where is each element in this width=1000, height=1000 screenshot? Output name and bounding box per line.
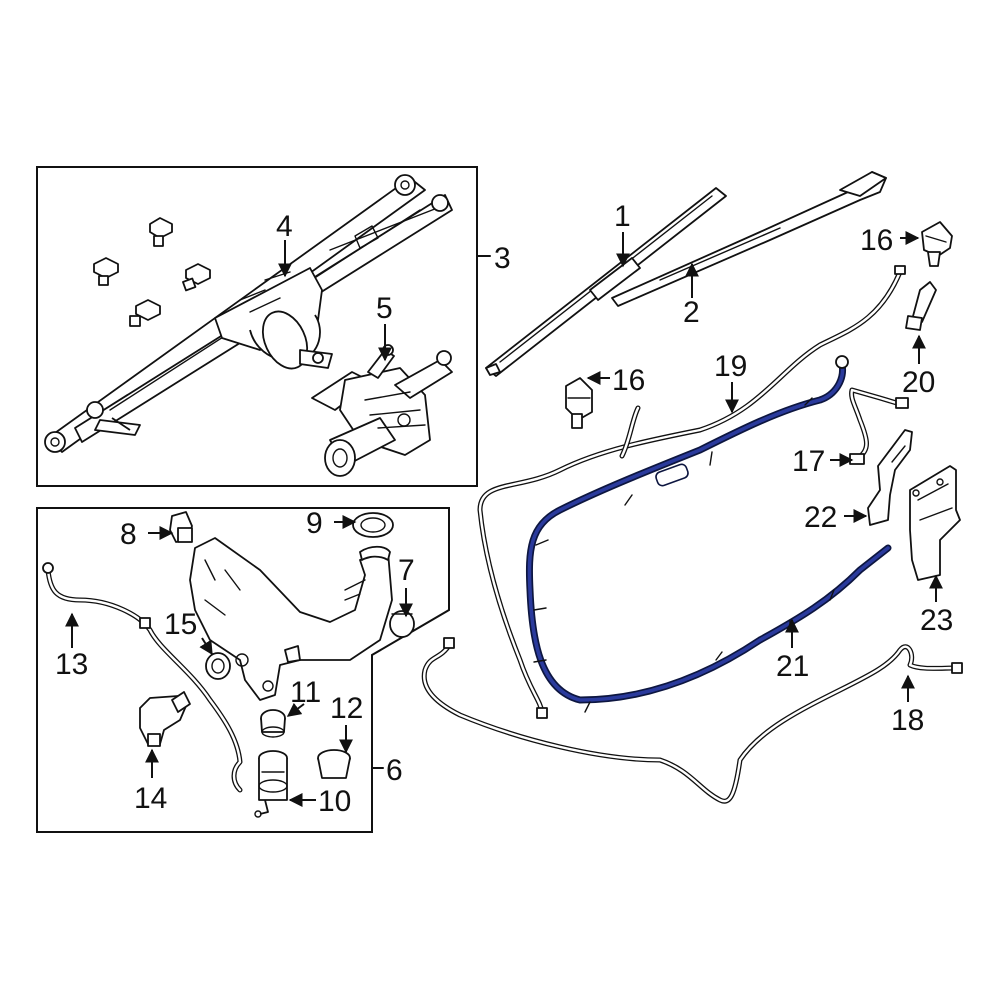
- callout-16-upper: 16: [860, 224, 893, 257]
- washer-reservoir[interactable]: [189, 537, 393, 701]
- wiper-blade[interactable]: [485, 187, 727, 377]
- callout-13: 13: [55, 648, 88, 681]
- pump-grommet[interactable]: [205, 652, 231, 680]
- callout-16-middle: 16: [612, 364, 645, 397]
- highlighted-hose-filter: [655, 463, 689, 487]
- callout-9: 9: [306, 507, 323, 540]
- callout-6: 6: [386, 754, 403, 787]
- callout-12: 12: [330, 692, 363, 725]
- callout-18: 18: [891, 704, 924, 737]
- washer-hose-rear[interactable]: [421, 637, 963, 804]
- callout-10: 10: [318, 785, 351, 818]
- callout-21: 21: [776, 650, 809, 683]
- callout-7: 7: [398, 554, 415, 587]
- mounting-bracket[interactable]: [909, 465, 961, 581]
- callout-15: 15: [164, 608, 197, 641]
- bolt-3[interactable]: [182, 263, 211, 292]
- callout-3: 3: [494, 242, 511, 275]
- reservoir-cap[interactable]: [389, 610, 415, 638]
- pump-seal[interactable]: [260, 709, 286, 738]
- callout-14: 14: [134, 782, 167, 815]
- wiper-linkage-group-box: [36, 166, 491, 487]
- callout-22: 22: [804, 501, 837, 534]
- washer-hose-long[interactable]: [477, 265, 906, 719]
- leader-lines: [65, 231, 943, 807]
- washer-nozzle-upper[interactable]: [921, 221, 953, 267]
- highlighted-hose-fill: [527, 362, 890, 702]
- washer-reservoir-group-box: [36, 507, 450, 833]
- reservoir-hose[interactable]: [42, 562, 243, 793]
- callout-5: 5: [376, 292, 393, 325]
- callout-labels: 1 2 3 4 5 6 7 8 9 10 11 12 13 14 15 16 1…: [55, 200, 953, 818]
- callout-11: 11: [290, 676, 321, 709]
- callout-19: 19: [714, 350, 747, 383]
- bracket[interactable]: [867, 429, 913, 526]
- filter-cap[interactable]: [317, 749, 351, 779]
- callout-1: 1: [614, 200, 631, 233]
- washer-nozzle-middle[interactable]: [565, 377, 593, 429]
- callout-4: 4: [276, 210, 293, 243]
- bolt-1[interactable]: [149, 217, 173, 247]
- filler-cap-seal[interactable]: [352, 512, 394, 538]
- callout-8: 8: [120, 518, 137, 551]
- washer-pump[interactable]: [139, 691, 191, 747]
- callout-2: 2: [683, 296, 700, 329]
- rear-washer-pump[interactable]: [254, 750, 288, 818]
- callout-17: 17: [792, 445, 825, 478]
- hose-connector[interactable]: [905, 281, 937, 331]
- level-sensor-bracket[interactable]: [169, 511, 193, 543]
- washer-hose-highlighted[interactable]: [525, 355, 892, 713]
- bolt-4[interactable]: [129, 299, 161, 327]
- wiper-motor[interactable]: [311, 344, 453, 477]
- bolt-2[interactable]: [93, 257, 119, 286]
- wiper-linkage[interactable]: [44, 174, 453, 453]
- callout-20: 20: [902, 366, 935, 399]
- callout-23: 23: [920, 604, 953, 637]
